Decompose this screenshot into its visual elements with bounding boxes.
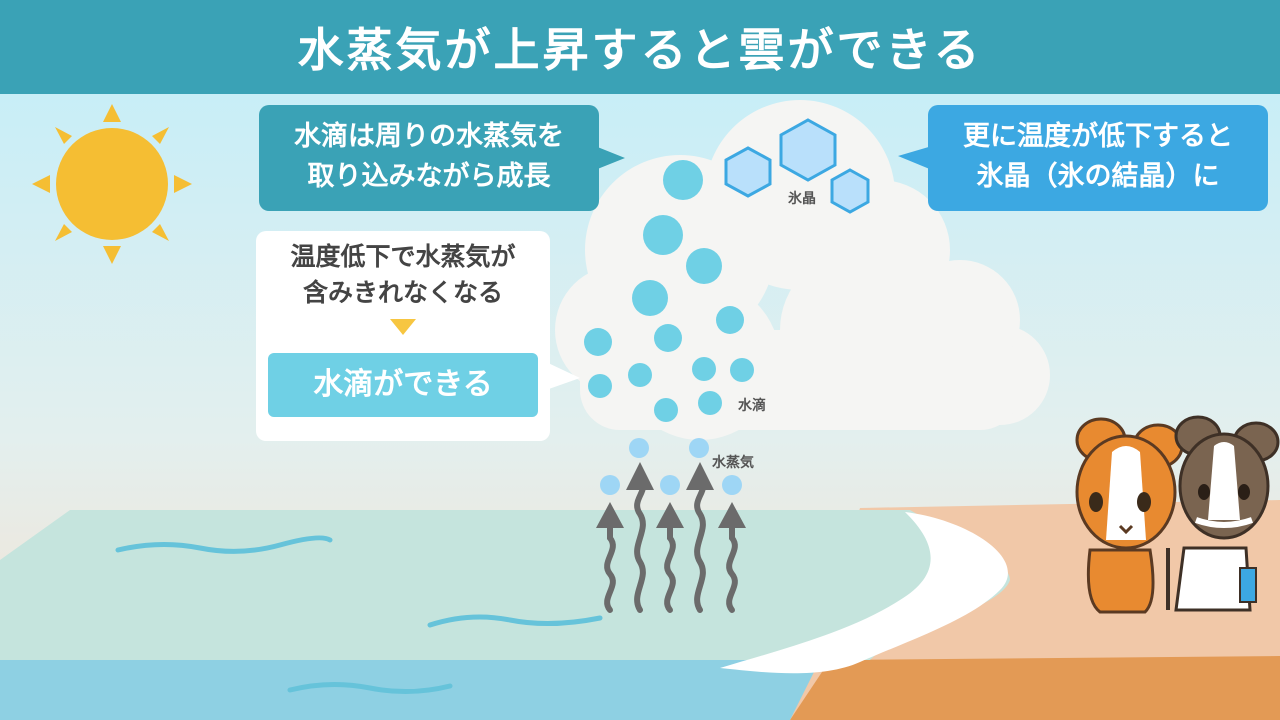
bubble-ice-line2: 氷晶（氷の結晶）に [976,161,1220,192]
bubble-ice-line1: 更に温度が低下すると [963,121,1233,152]
down-triangle-icon [390,319,416,335]
cloud-shape [555,100,1050,440]
sea-surface [0,510,1010,660]
water-vapor-particles [600,438,742,495]
bubble-cooling: 温度低下で水蒸気が 含みきれなくなる 水滴ができる [256,231,550,441]
rising-vapor-arrows [604,479,738,613]
label-water-vapor: 水蒸気 [712,455,754,471]
ice-crystals [724,118,870,214]
bubble-growth-line1: 水滴は周りの水蒸気を [294,121,564,152]
shore-foam [720,512,1008,674]
result-box: 水滴ができる [268,353,538,417]
water-droplets [584,160,754,422]
title-banner: 水蒸気が上昇すると雲ができる [0,0,1280,94]
wave-lines [115,535,603,695]
sun-icon [32,104,192,264]
bubble-ice-crystal: 更に温度が低下すると 氷晶（氷の結晶）に [928,105,1268,211]
bubble-growth-tail [595,146,625,170]
arrow-heads [596,462,746,528]
scientist-character [1166,415,1280,612]
bubble-cooling-line1: 温度低下で水蒸気が [290,242,516,271]
label-water-droplet: 水滴 [738,398,766,414]
hamster-character [1075,417,1184,614]
bubble-cooling-tail [546,362,580,390]
label-ice-crystal: 氷晶 [788,191,816,207]
wet-sand [790,656,1280,720]
page-title: 水蒸気が上昇すると雲ができる [297,23,983,77]
bubble-cooling-line2: 含みきれなくなる [302,278,503,307]
bubble-droplet-growth: 水滴は周りの水蒸気を 取り込みながら成長 [259,105,599,211]
bubble-ice-tail [898,146,932,170]
bubble-growth-line2: 取り込みながら成長 [307,161,551,192]
